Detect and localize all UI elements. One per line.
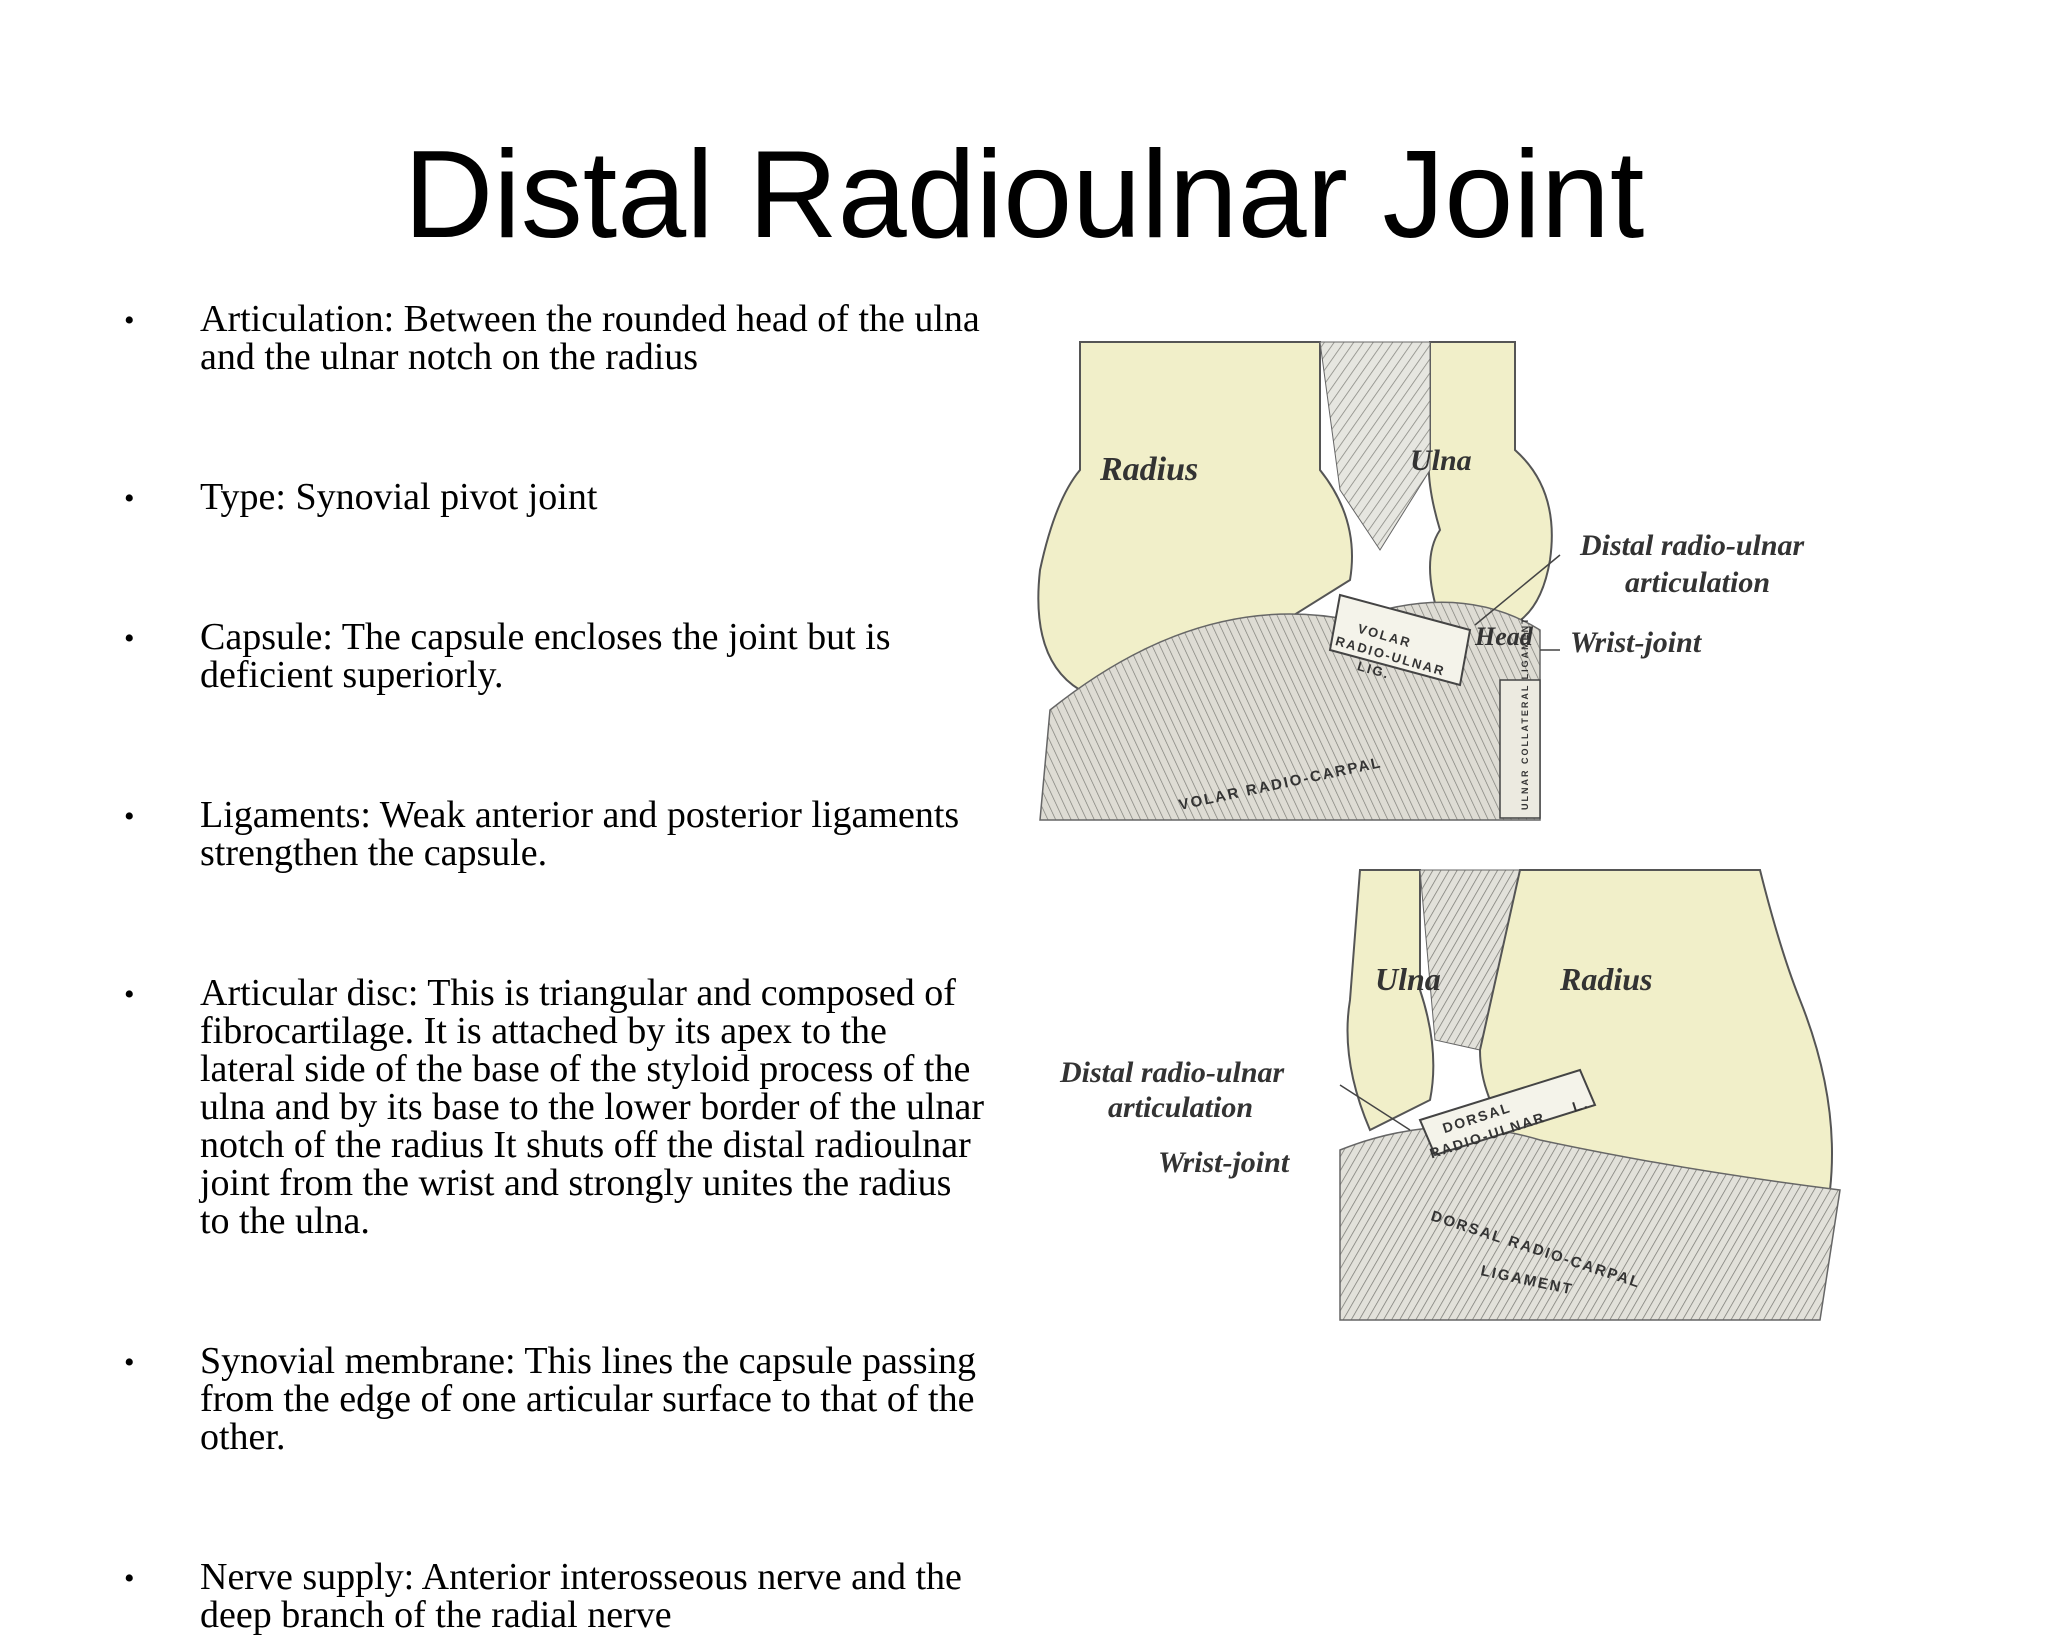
slide-title: Distal Radioulnar Joint xyxy=(403,126,1645,264)
leader-line-articulation xyxy=(1339,1084,1411,1131)
anterior-view-figure: Radius Ulna Head VOLAR RADIO-ULNAR LIG. … xyxy=(1020,330,1900,830)
anterior-view-illustration: Radius Ulna Head VOLAR RADIO-ULNAR LIG. … xyxy=(1037,341,1805,821)
posterior-view-illustration: Ulna Radius DORSAL RADIO-ULNAR L. DORSAL… xyxy=(1059,869,1841,1321)
distal-radio-ulnar-label: Distal radio-ulnar xyxy=(1579,529,1805,562)
bullet-articular-disc: • Articular disc: This is triangular and … xyxy=(120,974,990,1240)
distal-radio-ulnar-label: Distal radio-ulnar xyxy=(1059,1056,1285,1089)
ulnar-collateral-label: ULNAR COLLATERAL LIGAMENT xyxy=(1520,616,1530,810)
bullet-ligaments: • Ligaments: Weak anterior and posterior … xyxy=(120,796,990,872)
bullet-articulation: • Articulation: Between the rounded head … xyxy=(120,300,990,376)
bullet-list: • Articulation: Between the rounded head … xyxy=(120,300,990,1634)
l-label: L. xyxy=(1570,1095,1591,1115)
bullet-text: Nerve supply: Anterior interosseous nerv… xyxy=(200,1556,962,1636)
bullet-text: Type: Synovial pivot joint xyxy=(200,476,598,518)
bullet-text: Articulation: Between the rounded head o… xyxy=(200,298,980,378)
bullet-dot: • xyxy=(124,978,135,1011)
head-label: Head xyxy=(1474,622,1534,651)
bullet-capsule: • Capsule: The capsule encloses the joint… xyxy=(120,618,990,694)
bullet-text: Articular disc: This is triangular and c… xyxy=(200,972,985,1242)
carpal-ligaments xyxy=(1339,1126,1841,1321)
ulna-label: Ulna xyxy=(1375,961,1441,997)
bullet-text: Capsule: The capsule encloses the joint … xyxy=(200,616,891,696)
bullet-dot: • xyxy=(124,304,135,337)
bullet-dot: • xyxy=(124,1346,135,1379)
bullet-text: Synovial membrane: This lines the capsul… xyxy=(200,1340,977,1458)
ulnar-collateral-ligament-band xyxy=(1499,679,1541,819)
wrist-joint-label: Wrist-joint xyxy=(1570,626,1703,659)
interosseous-membrane xyxy=(1319,341,1431,551)
bullet-dot: • xyxy=(124,1562,135,1595)
ulna-bone-shape xyxy=(1346,869,1435,1132)
posterior-view-figure: Ulna Radius DORSAL RADIO-ULNAR L. DORSAL… xyxy=(1040,850,1880,1325)
articulation-label: articulation xyxy=(1108,1091,1253,1124)
bullet-dot: • xyxy=(124,622,135,655)
ulna-bone-shape xyxy=(1427,341,1553,632)
bullet-text: Ligaments: Weak anterior and posterior l… xyxy=(200,794,960,874)
dorsal-radio-ulnar-ligament-band xyxy=(1418,1068,1597,1157)
radius-label: Radius xyxy=(1099,451,1198,488)
volar-radio-ulnar-ligament-band xyxy=(1328,593,1472,687)
ulna-label: Ulna xyxy=(1410,444,1472,477)
bullet-dot: • xyxy=(124,482,135,515)
leader-line-articulation xyxy=(1474,554,1561,626)
bullet-type: • Type: Synovial pivot joint xyxy=(120,478,990,516)
radius-bone-shape xyxy=(1037,341,1353,692)
bullet-synovial-membrane: • Synovial membrane: This lines the capsu… xyxy=(120,1342,990,1456)
radius-label: Radius xyxy=(1559,961,1652,997)
articulation-label: articulation xyxy=(1625,566,1770,599)
bullet-nerve-supply: • Nerve supply: Anterior interosseous ner… xyxy=(120,1558,990,1634)
wrist-joint-label: Wrist-joint xyxy=(1158,1146,1291,1179)
bullet-dot: • xyxy=(124,800,135,833)
